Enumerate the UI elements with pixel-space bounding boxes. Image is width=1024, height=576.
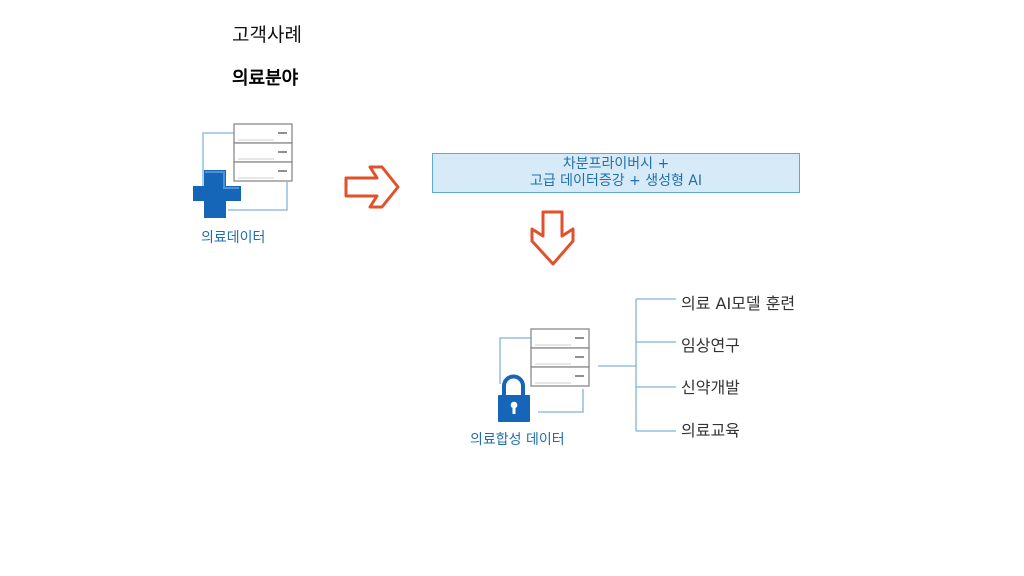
- arrow-right-icon: [344, 165, 400, 209]
- output-server-icon: [499, 328, 590, 413]
- use-item-ai-training: 의료 AI모델 훈련: [681, 294, 796, 313]
- lock-icon: [498, 374, 530, 422]
- process-line-2: 고급 데이터증강 + 생성형 AI: [529, 173, 703, 189]
- use-item-medical-education: 의료교육: [681, 421, 740, 440]
- source-data-label: 의료데이터: [201, 230, 266, 246]
- medical-cross-icon: [193, 170, 241, 218]
- process-line-1: 차분프라이버시 +: [562, 156, 670, 172]
- process-box: 차분프라이버시 + 고급 데이터증강 + 생성형 AI: [432, 153, 800, 193]
- use-connector-lines: [598, 298, 676, 432]
- use-item-drug-development: 신약개발: [681, 378, 740, 397]
- arrow-down-icon: [530, 210, 575, 266]
- page-title: 고객사례: [232, 24, 302, 46]
- source-server-icon: [202, 123, 293, 211]
- synthetic-data-label: 의료합성 데이터: [470, 432, 565, 448]
- use-item-clinical-research: 임상연구: [681, 336, 740, 355]
- section-title: 의료분야: [232, 68, 299, 89]
